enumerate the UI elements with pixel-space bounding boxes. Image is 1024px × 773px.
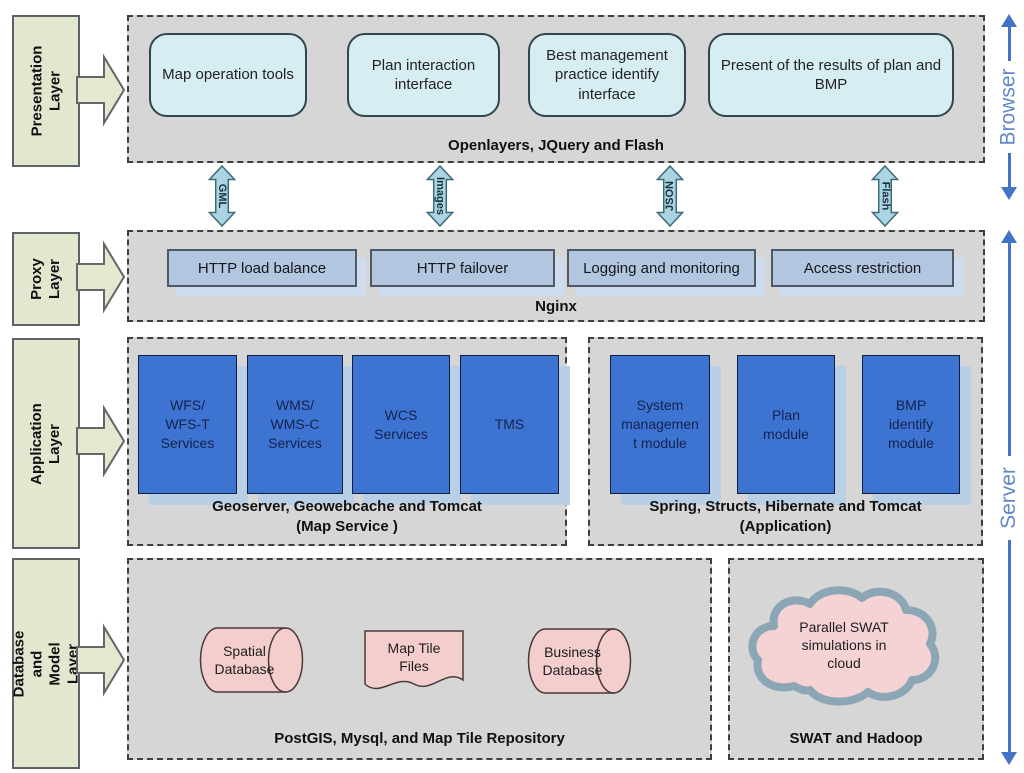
- map-service-caption: Geoserver, Geowebcache and Tomcat (Map S…: [212, 498, 482, 535]
- layer-label-proxy-text: Proxy Layer: [28, 258, 63, 300]
- double-arrow-icon: [207, 164, 237, 228]
- swat-cloud-shape: Parallel SWAT simulations in cloud: [744, 582, 944, 708]
- connector-json: JSON: [650, 164, 690, 228]
- arrow-up-icon: [1001, 14, 1017, 27]
- spatial-database-shape: Spatial Database: [199, 627, 304, 693]
- database-layer-arrow-icon: [76, 623, 126, 697]
- layer-label-presentation: Presentation Layer: [12, 15, 80, 167]
- plan-interaction-interface-box: Plan interaction interface: [347, 33, 500, 117]
- proxy-caption: Nginx: [535, 297, 577, 315]
- presentation-layer-arrow-icon: [76, 53, 126, 127]
- present-results-box: Present of the results of plan and BMP: [708, 33, 954, 117]
- bmp-identify-interface-box: Best management practice identify interf…: [528, 33, 686, 117]
- bmp-identify-module-box: BMP identify module: [862, 355, 960, 494]
- proxy-layer-container: HTTP load balance HTTP failover Logging …: [127, 230, 985, 322]
- document-icon: [364, 630, 464, 690]
- map-tile-files-label: Map Tile Files: [387, 639, 441, 674]
- proxy-layer-arrow-icon: [76, 240, 126, 314]
- wcs-services-box: WCS Services: [352, 355, 450, 494]
- connector-json-label: JSON: [664, 181, 676, 211]
- arrow-up-icon: [1001, 230, 1017, 243]
- connector-gml: GML: [202, 164, 242, 228]
- database-repository-caption: PostGIS, Mysql, and Map Tile Repository: [274, 729, 565, 747]
- access-restriction-box: Access restriction: [771, 249, 954, 287]
- layer-label-proxy: Proxy Layer: [12, 232, 80, 326]
- tms-box: TMS: [460, 355, 559, 494]
- swat-hadoop-container: Parallel SWAT simulations in cloud SWAT …: [728, 558, 984, 760]
- database-cylinder-icon: [199, 627, 304, 693]
- double-arrow-icon: [655, 164, 685, 228]
- application-caption: Spring, Structs, Hibernate and Tomcat (A…: [649, 498, 922, 535]
- http-failover-box: HTTP failover: [370, 249, 555, 287]
- wms-services-box: WMS/ WMS-C Services: [247, 355, 343, 494]
- server-span-arrow: Server: [996, 230, 1022, 765]
- layer-label-application: Application Layer: [12, 338, 80, 549]
- database-cylinder-icon: [527, 628, 632, 694]
- business-database-shape: Business Database: [527, 628, 632, 694]
- arrow-down-icon: [1001, 187, 1017, 200]
- swat-hadoop-caption: SWAT and Hadoop: [789, 729, 923, 747]
- arrow-down-icon: [1001, 752, 1017, 765]
- plan-module-box: Plan module: [737, 355, 835, 494]
- map-operation-tools-box: Map operation tools: [149, 33, 307, 117]
- swat-cloud-label: Parallel SWAT simulations in cloud: [799, 618, 889, 672]
- connector-gml-label: GML: [215, 183, 228, 209]
- connector-flash: Flash: [865, 164, 905, 228]
- system-management-module-box: System managemen t module: [610, 355, 710, 494]
- layer-label-database-text: Database and Model Layer: [10, 630, 82, 697]
- layer-label-application-text: Application Layer: [28, 402, 64, 485]
- connector-images-label: Images: [433, 177, 446, 215]
- application-layer-arrow-icon: [76, 404, 126, 478]
- browser-label: Browser: [997, 68, 1020, 146]
- double-arrow-icon: [425, 164, 455, 228]
- database-repository-container: Spatial Database Map Tile Files Business…: [127, 558, 712, 760]
- map-service-container: WFS/ WFS-T Services WMS/ WMS-C Services …: [127, 337, 567, 546]
- browser-span-arrow: Browser: [996, 14, 1022, 200]
- presentation-caption: Openlayers, JQuery and Flash: [448, 136, 664, 154]
- browser-span-line-bottom: [1007, 153, 1011, 187]
- server-span-line-bottom: [1007, 539, 1011, 752]
- map-tile-files-shape: Map Tile Files: [364, 630, 464, 694]
- application-container: System managemen t module Plan module BM…: [588, 337, 983, 546]
- spatial-database-label: Spatial Database: [214, 642, 275, 677]
- http-load-balance-box: HTTP load balance: [167, 249, 357, 287]
- browser-span-line-top: [1007, 27, 1011, 61]
- logging-monitoring-box: Logging and monitoring: [567, 249, 756, 287]
- layer-label-presentation-text: Presentation Layer: [28, 45, 64, 137]
- server-span-line-top: [1007, 243, 1011, 456]
- layer-label-database: Database and Model Layer: [10, 558, 82, 769]
- server-label: Server: [997, 466, 1021, 529]
- connector-flash-label: Flash: [878, 181, 891, 211]
- presentation-layer-container: Map operation tools Plan interaction int…: [127, 15, 985, 163]
- business-database-label: Business Database: [542, 643, 603, 678]
- connector-images: Images: [420, 164, 460, 228]
- wfs-services-box: WFS/ WFS-T Services: [138, 355, 237, 494]
- double-arrow-icon: [870, 164, 900, 228]
- cloud-icon: [748, 586, 940, 706]
